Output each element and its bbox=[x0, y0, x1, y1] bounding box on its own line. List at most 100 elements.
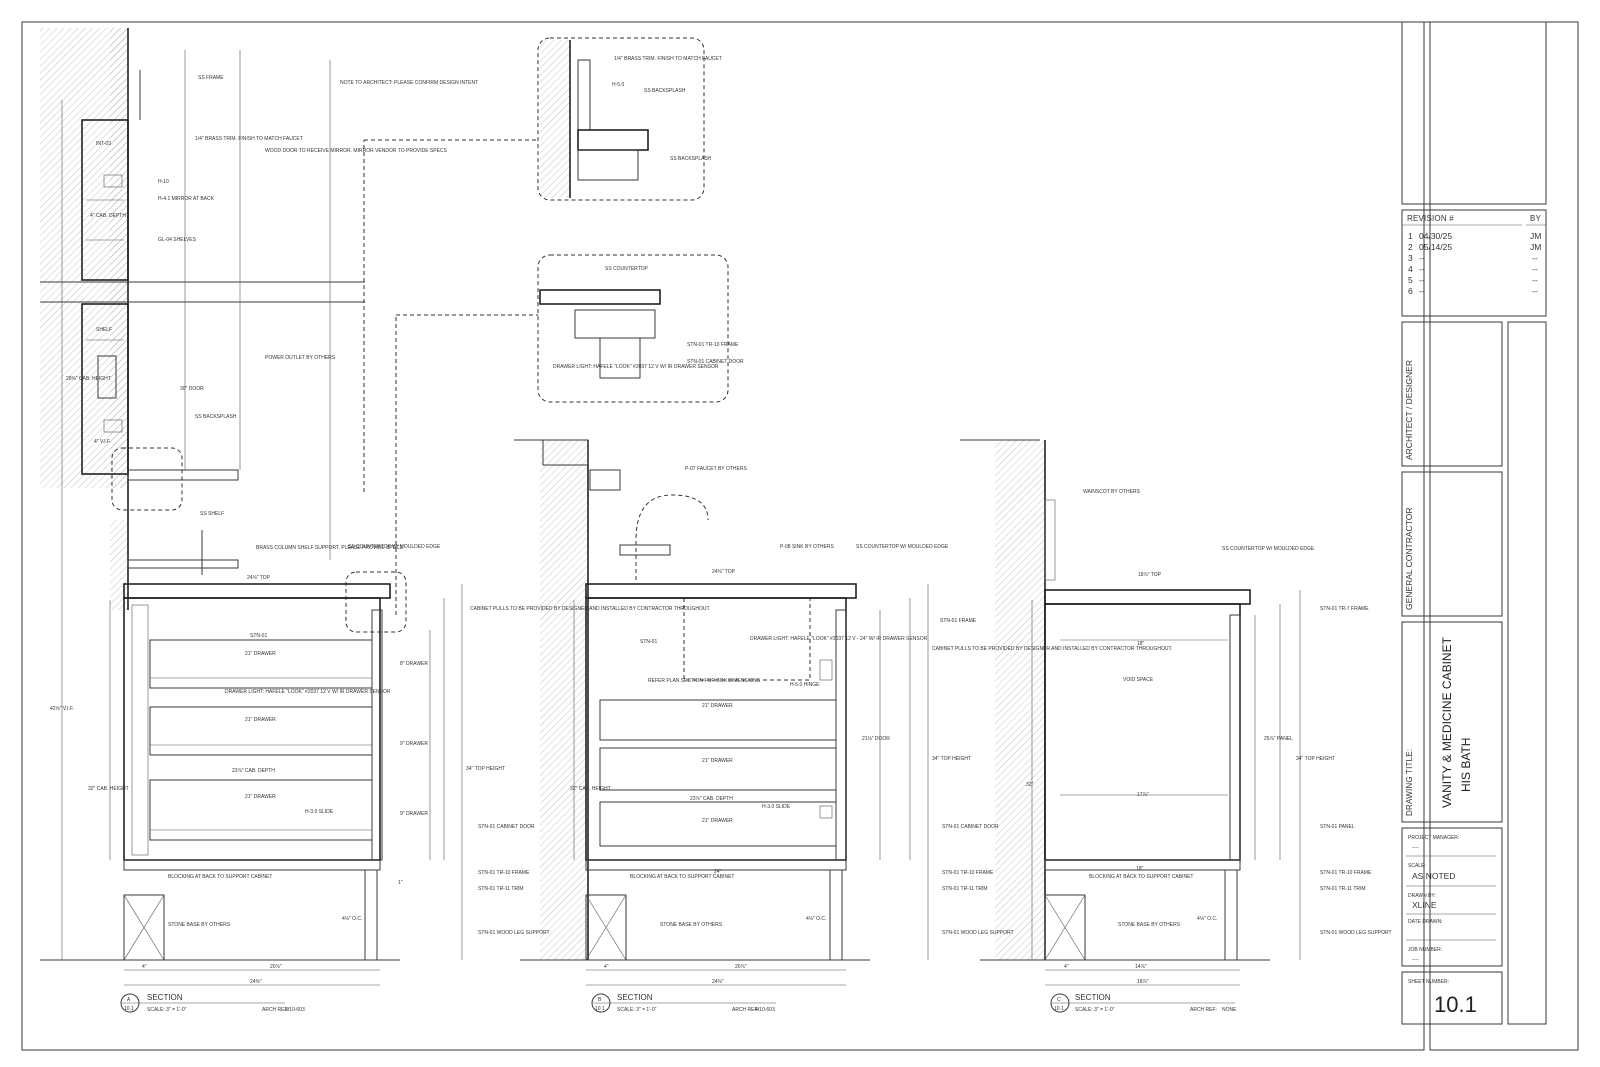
note-dim-1-a: 1" bbox=[398, 880, 403, 886]
note-dim-18-c: 18" bbox=[1136, 866, 1144, 872]
note-dim-4-c: 4" bbox=[1064, 964, 1069, 970]
section-c-scale: SCALE: 3" = 1'-0" bbox=[1075, 1007, 1115, 1013]
note-drawer-21-a2: 21" DRAWER bbox=[245, 717, 276, 723]
section-a-drawing bbox=[40, 28, 463, 986]
note-stone-base-a: STONE BASE BY OTHERS bbox=[168, 922, 231, 928]
section-a-sheet: 10.1 bbox=[124, 1006, 134, 1012]
note-blocking-b: BLOCKING AT BACK TO SUPPORT CABINET bbox=[630, 874, 734, 880]
note-refer-plan: REFER PLAN SECTION FOR BOX DIMENSIONS bbox=[648, 678, 761, 684]
note-stone-base-b: STONE BASE BY OTHERS bbox=[660, 922, 723, 928]
contractor-box bbox=[1401, 471, 1503, 617]
note-top-height-34-a: 34" TOP HEIGHT bbox=[466, 766, 505, 772]
sheet-number-value: 10.1 bbox=[1434, 992, 1477, 1017]
project-manager-label: PROJECT MANAGER: bbox=[1408, 835, 1459, 841]
note-ss-countertop-a: SS COUNTERTOP W/ MOULDED EDGE bbox=[348, 544, 441, 550]
note-wainscot: WAINSCOT BY OTHERS bbox=[1083, 489, 1141, 495]
section-b-arch-ref-label: ARCH REF: bbox=[732, 1007, 759, 1013]
note-inset-ss-backsplash-2: SS BACKSPLASH bbox=[670, 156, 712, 162]
revision-2-by: JM bbox=[1530, 242, 1541, 252]
revision-2-num: 2 bbox=[1408, 242, 1413, 252]
revision-5-date: -- bbox=[1419, 275, 1425, 285]
section-c-arch-ref-label: ARCH REF: bbox=[1190, 1007, 1217, 1013]
note-dim-20-b: 20⅞" bbox=[735, 964, 747, 970]
revision-1-num: 1 bbox=[1408, 231, 1413, 241]
detail-inset-lower bbox=[395, 254, 729, 615]
revision-1-by: JM bbox=[1530, 231, 1541, 241]
revision-1-date: 04/30/25 bbox=[1419, 231, 1452, 241]
date-drawn-label: DATE DRAWN: bbox=[1408, 919, 1442, 925]
note-dim-32: 32" bbox=[1026, 782, 1034, 788]
note-cabinet-pulls-b: CABINET PULLS TO BE PROVIDED BY DESIGNER… bbox=[932, 646, 1172, 652]
note-stn01-cabinet-door-a: STN-01 CABINET DOOR bbox=[478, 824, 535, 830]
note-oc-4-b: 4⅛" O.C. bbox=[806, 916, 826, 922]
note-cab-height-32-a: 32" CAB. HEIGHT bbox=[88, 786, 129, 792]
detail-inset-upper bbox=[363, 37, 705, 492]
note-brass-column: BRASS COLUMN SHELF SUPPORT. PLEASE PROVI… bbox=[256, 545, 404, 551]
note-top-24-b: 24⅜" TOP bbox=[712, 569, 736, 575]
note-inset-brass-trim: 1/4" BRASS TRIM. FINISH TO MATCH FAUCET bbox=[614, 56, 722, 62]
revision-6-num: 6 bbox=[1408, 286, 1413, 296]
note-dim-20-a: 20⅞" bbox=[270, 964, 282, 970]
drawing-title-line2: HIS BATH bbox=[1459, 738, 1473, 792]
section-a-scale: SCALE: 3" = 1'-0" bbox=[147, 1007, 187, 1013]
note-stn01-tr7: STN-01 TR-7 FRAME bbox=[1320, 606, 1369, 612]
section-a-title: SECTION bbox=[147, 993, 183, 1002]
note-h30-slide-b: H-3.0 SLIDE bbox=[762, 804, 791, 810]
project-info-box bbox=[1401, 827, 1503, 967]
revision-4-num: 4 bbox=[1408, 264, 1413, 274]
section-c-arch-ref: NONE bbox=[1222, 1007, 1237, 1013]
note-dim-18: 18" bbox=[1137, 641, 1145, 647]
job-number-label: JOB NUMBER: bbox=[1408, 947, 1442, 953]
note-dim-14: 14⅞" bbox=[1135, 964, 1147, 970]
note-stone-base-c: STONE BASE BY OTHERS bbox=[1118, 922, 1181, 928]
revision-5-num: 5 bbox=[1408, 275, 1413, 285]
note-ss-shelf: SS SHELF bbox=[200, 511, 224, 517]
scale-label: SCALE: bbox=[1408, 863, 1426, 869]
note-ss-countertop-c: SS COUNTERTOP W/ MOULDED EDGE bbox=[1222, 546, 1315, 552]
revision-by-header: BY bbox=[1530, 214, 1542, 223]
note-dim-18b: 18⅞" bbox=[1137, 979, 1149, 985]
note-stn01-tr11-a: STN-01 TR-11 TRIM bbox=[478, 886, 524, 892]
note-drawer-21-b3: 21" DRAWER bbox=[702, 818, 733, 824]
note-h41: H-4.1 MIRROR AT BACK bbox=[158, 196, 215, 202]
revision-2-date: 05/14/25 bbox=[1419, 242, 1452, 252]
note-p08-sink: P-08 SINK BY OTHERS bbox=[780, 544, 834, 550]
note-dim-24-a: 24⅜" bbox=[250, 979, 262, 985]
drawing-title-line1: VANITY & MEDICINE CABINET bbox=[1440, 636, 1454, 808]
note-drawer-21-b1: 21" DRAWER bbox=[702, 703, 733, 709]
section-tag-c: C 10.1 SECTION SCALE: 3" = 1'-0" ARCH RE… bbox=[1050, 993, 1237, 1013]
note-shelf: SHELF bbox=[96, 327, 112, 333]
note-int03: INT-03 bbox=[96, 141, 111, 147]
section-a-letter: A bbox=[127, 997, 131, 1003]
note-cab-height-32-b: 32" CAB. HEIGHT bbox=[570, 786, 611, 792]
note-stn01-tr10-b: STN-01 TR-10 FRAME bbox=[942, 870, 994, 876]
note-power-outlet: POWER OUTLET BY OTHERS bbox=[265, 355, 336, 361]
note-h10: H-10 bbox=[158, 179, 169, 185]
note-inset-drawer-light: DRAWER LIGHT: HAFELE "LOOK" #2037 12 V W… bbox=[553, 364, 719, 370]
note-stn01-wood-leg-a: STN-01 WOOD LEG SUPPORT bbox=[478, 930, 550, 936]
note-stn01-frame-b: STN-01 FRAME bbox=[940, 618, 977, 624]
note-cab-depth-23-b: 23⅞" CAB. DEPTH bbox=[690, 796, 733, 802]
architect-box bbox=[1401, 321, 1503, 467]
note-drawer-light-b: DRAWER LIGHT: HAFELE "LOOK" #2037 12 V -… bbox=[750, 636, 928, 642]
note-brass-trim: 1/4" BRASS TRIM. FINISH TO MATCH FAUCET bbox=[195, 136, 303, 142]
note-inset-stn01-tr10: STN-01 TR-10 FRAME bbox=[687, 342, 739, 348]
note-oc-4-c: 4⅛" O.C. bbox=[1197, 916, 1217, 922]
drawn-by-value: XLINE bbox=[1412, 900, 1437, 910]
note-cab-height-28: 28⅜" CAB. HEIGHT bbox=[66, 376, 111, 382]
drawing-border bbox=[21, 21, 1425, 1051]
note-blocking-a: BLOCKING AT BACK TO SUPPORT CABINET bbox=[168, 874, 272, 880]
note-inset-h50: H-5.0 bbox=[612, 82, 624, 88]
section-b-scale: SCALE: 3" = 1'-0" bbox=[617, 1007, 657, 1013]
note-wood-door: WOOD DOOR TO RECEIVE MIRROR. MIRROR VEND… bbox=[265, 148, 448, 154]
section-c-title: SECTION bbox=[1075, 993, 1111, 1002]
section-tag-b: B 10.1 SECTION SCALE: 3" = 1'-0" ARCH RE… bbox=[591, 993, 776, 1013]
note-drawer-21-a3: 21" DRAWER bbox=[245, 794, 276, 800]
note-drawer-light-a: DRAWER LIGHT: HAFELE "LOOK" #2037 12 V W… bbox=[225, 689, 391, 695]
revision-6-date: -- bbox=[1419, 286, 1425, 296]
section-b-title: SECTION bbox=[617, 993, 653, 1002]
section-tag-a: A 10.1 SECTION SCALE: 3" = 1'-0" ARCH RE… bbox=[120, 993, 305, 1013]
note-panel-25: 25⅞" PANEL bbox=[1264, 736, 1293, 742]
note-cab-depth-4: 4" CAB. DEPTH bbox=[90, 213, 126, 219]
note-oc-4-a: 4⅛" O.C. bbox=[342, 916, 362, 922]
